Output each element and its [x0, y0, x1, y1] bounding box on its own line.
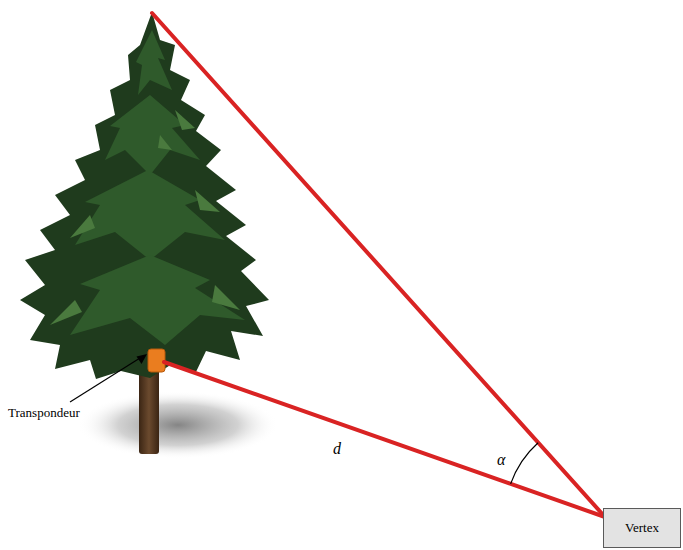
tree-branches	[70, 30, 245, 345]
tree-foliage	[20, 12, 269, 379]
callout-label: Transpondeur	[8, 405, 80, 421]
node-label: Vertex	[625, 520, 659, 536]
dimension-label: d	[333, 440, 341, 458]
angle-label: α	[497, 451, 505, 469]
sight-line-transponder	[164, 362, 605, 517]
leader-arrowhead	[137, 354, 148, 364]
leader-line	[70, 358, 140, 402]
instrument-box: Vertex	[603, 508, 681, 548]
angle-arc	[511, 443, 538, 484]
sight-line-top	[152, 13, 605, 517]
tree-shadow	[78, 391, 278, 459]
tree-highlights	[50, 110, 240, 325]
transponder	[148, 349, 165, 372]
